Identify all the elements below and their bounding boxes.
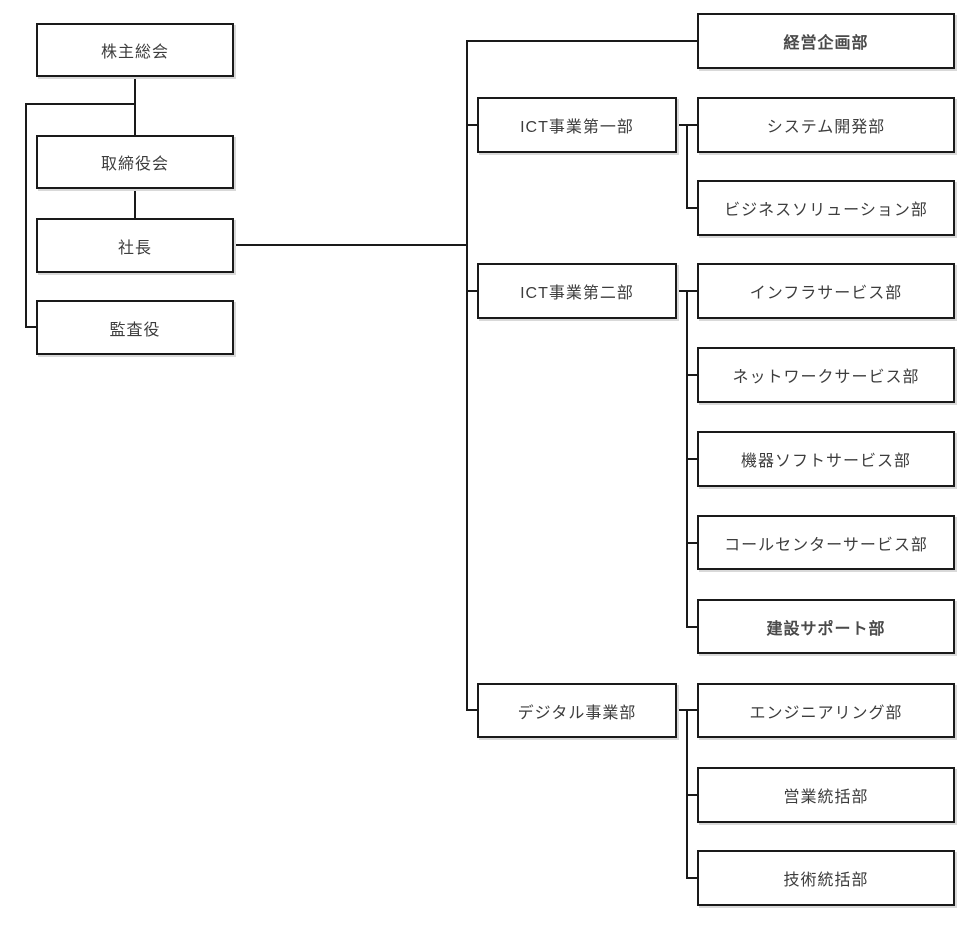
org-node-network-service: ネットワークサービス部 (697, 347, 955, 403)
org-node-construction-support: 建設サポート部 (697, 599, 955, 654)
org-node-shareholders: 株主総会 (36, 23, 234, 77)
org-node-equipment-software-service: 機器ソフトサービス部 (697, 431, 955, 487)
org-node-infra-service: インフラサービス部 (697, 263, 955, 319)
org-node-ict-division-2: ICT事業第二部 (477, 263, 677, 319)
org-node-auditor: 監査役 (36, 300, 234, 355)
org-node-sales-management: 営業統括部 (697, 767, 955, 823)
org-node-corporate-planning: 経営企画部 (697, 13, 955, 69)
org-node-ict-division-1: ICT事業第一部 (477, 97, 677, 153)
org-node-system-development: システム開発部 (697, 97, 955, 153)
org-node-digital-division: デジタル事業部 (477, 683, 677, 738)
org-node-board: 取締役会 (36, 135, 234, 189)
connector-ict2-rail (686, 291, 697, 628)
org-node-call-center-service: コールセンターサービス部 (697, 515, 955, 570)
org-node-engineering: エンジニアリング部 (697, 683, 955, 738)
org-node-business-solution: ビジネスソリューション部 (697, 180, 955, 236)
org-node-president: 社長 (36, 218, 234, 273)
connector-ict1-bizsolution (686, 125, 697, 209)
connector-digital-rail (686, 710, 697, 879)
org-node-technical-management: 技術統括部 (697, 850, 955, 906)
